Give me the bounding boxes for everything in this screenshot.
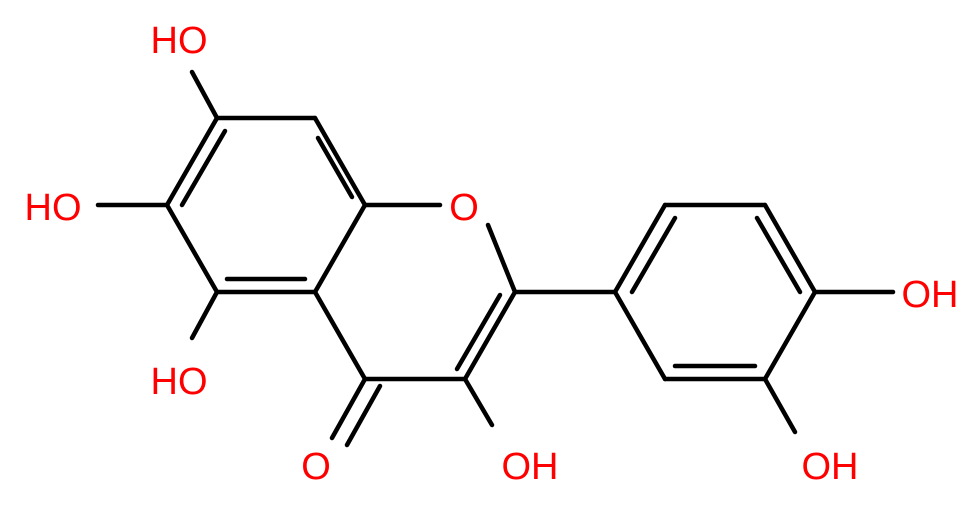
bond-c8-c8a <box>312 115 368 208</box>
label-o-carbonyl: O <box>301 446 331 488</box>
bond-c6p-c1p-inner <box>629 215 678 295</box>
bond-o1-c2 <box>485 222 518 295</box>
bond-c3p-oh <box>762 376 798 435</box>
bond-c6p-c1p <box>612 202 668 295</box>
label-oh-c5: HO <box>151 361 208 403</box>
ring-c-bonds <box>312 202 518 448</box>
bond-c5-c6 <box>164 202 220 295</box>
bond-c4p-c5p-inner <box>754 215 803 295</box>
label-oh-c7: HO <box>151 20 208 62</box>
bond-c2-c3 <box>462 289 518 382</box>
bond-c5-oh <box>189 289 220 341</box>
bond-c3p-c4p <box>762 289 818 382</box>
bond-c6-c7-inner <box>179 128 228 208</box>
bond-c2-c3-inner <box>454 292 503 372</box>
bond-c4-c4a <box>312 289 368 382</box>
label-oh-c6: HO <box>25 187 82 229</box>
bond-c8a-c4a <box>312 202 368 295</box>
hydroxyl-bonds <box>95 69 495 428</box>
label-oh-c3: OH <box>502 446 559 488</box>
bond-c7-oh <box>189 69 220 121</box>
ring-b-bonds <box>612 202 896 435</box>
bond-c6-c7 <box>164 115 220 208</box>
bond-c3-oh <box>462 376 495 428</box>
bond-c8-c8a-inner <box>315 135 355 200</box>
bond-c4-o-carbonyl-2 <box>344 383 383 448</box>
label-oh-c3p: OH <box>802 446 859 488</box>
bond-c4-o-carbonyl-1 <box>329 376 368 441</box>
label-o-ring: O <box>449 187 479 229</box>
bond-c4p-c5p <box>762 202 818 295</box>
label-oh-c4p: OH <box>902 274 959 316</box>
ring-a-bonds <box>164 115 368 295</box>
bond-c1p-c2p <box>612 289 668 382</box>
